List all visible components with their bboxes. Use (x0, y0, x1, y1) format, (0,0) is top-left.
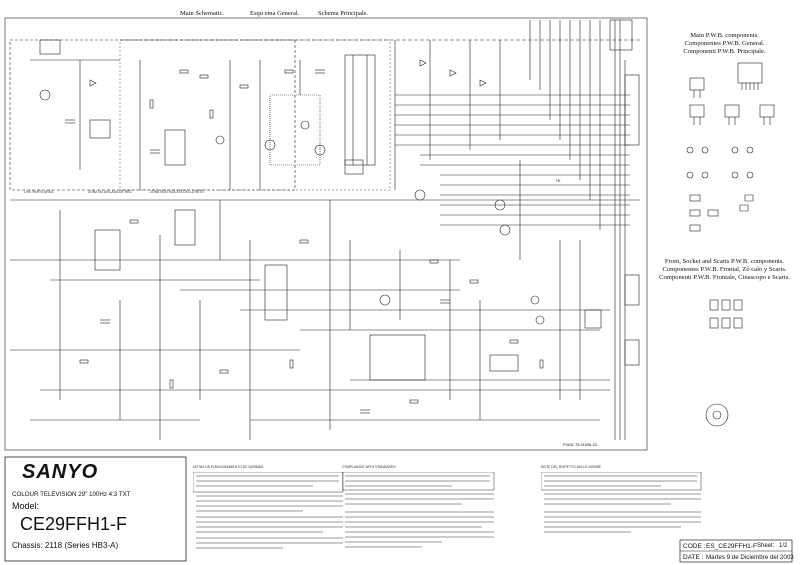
isolation-zone-border (9, 39, 296, 191)
mains-input (39, 89, 51, 101)
model-label: Model: (12, 501, 40, 511)
title-block-frame (4, 456, 187, 562)
date-value: Martes 9 de Diciembre del 2003 (706, 554, 794, 561)
filter-block (94, 229, 121, 271)
notes-col1-text-lines (192, 471, 344, 549)
mains-switch (39, 39, 61, 55)
front-pwb-components-heading: Front, Socket and Scarts P.W.B. componen… (659, 258, 790, 281)
optocoupler (344, 159, 364, 175)
main-pwb-components-heading: Main P.W.B. components. Componentes P.W.… (683, 32, 766, 55)
product-description: COLOUR TELEVISION 29" 100Hz 4:3 TXT (12, 491, 131, 498)
ic-vertical-deflection (264, 264, 288, 321)
notes-col3-title: NOTE DEL RISPETTO DELLE NORME (541, 465, 601, 469)
bridge-rectifier (89, 119, 111, 139)
notes-col3-body (540, 471, 711, 538)
code-label: CODE : (683, 543, 706, 550)
header-esquema-general: Esqu ema General. (250, 10, 300, 17)
notes-col2-text-lines (341, 471, 495, 548)
connector-main (624, 74, 640, 146)
schematic-frame (4, 17, 648, 451)
ic-power-control (164, 129, 186, 166)
model-number: CE29FFH1-F (20, 514, 128, 534)
connector-scart-2 (624, 339, 640, 366)
notes-col3-text-lines (540, 471, 702, 533)
date-label: DATE : (683, 554, 704, 561)
connector-scart-1 (624, 274, 640, 306)
flyback-transformer (344, 54, 376, 166)
zone-non-isolata-label: ZONA NON ISOLATA DELLA RETE (150, 190, 204, 194)
header-schema-principale: Schema Principale. (318, 10, 369, 17)
notes-col2-title: COMPLIANCE WITH STANDARDS (342, 465, 396, 469)
zone-live-parts-label: LIVE PARTS AREA (24, 190, 54, 194)
sanyo-logo: SANYO (22, 461, 99, 483)
zone-no-aislada-label: ZONA NO AISLADA DE RED (88, 190, 132, 194)
chassis-label: Chassis: 2118 (Series HB3-A) (12, 541, 119, 550)
sheet-label: Sheet: (757, 543, 775, 549)
ic-audio (369, 334, 426, 381)
notes-col1-body (192, 471, 353, 552)
power-supply-zone (119, 39, 391, 191)
header-main-schematic: Main Schematic. (180, 10, 225, 17)
pwb-code-label: P.W.B. 75-01536-24 (563, 443, 597, 447)
code-value: ES_CE29FFH1-F (706, 543, 757, 550)
connector-top (609, 19, 633, 51)
notes-col1-title: NOTAS DE FUNCIONAMIENTO DE NORMAS (193, 465, 264, 469)
fb-label: FB (556, 179, 561, 183)
notes-col2-body (341, 471, 507, 552)
sheet-value: 1/2 (779, 543, 788, 549)
